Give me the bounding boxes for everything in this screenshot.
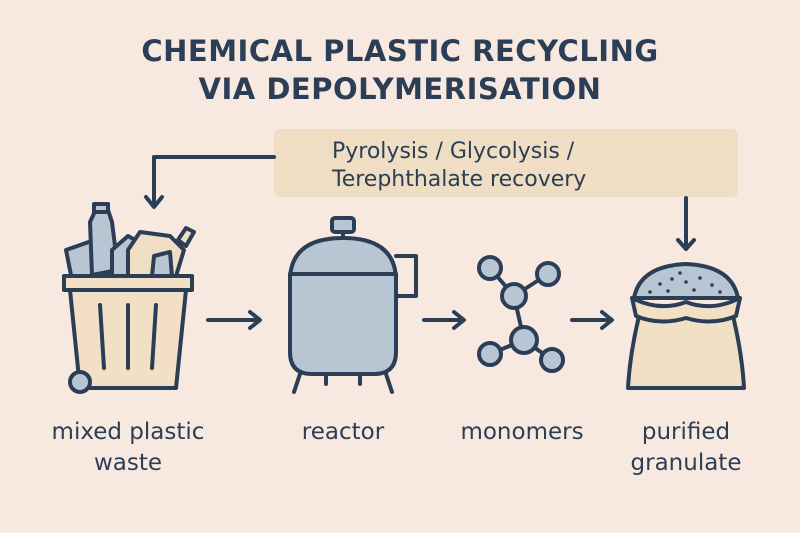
stage-label-waste: mixed plastic waste [18, 417, 238, 479]
feedback-arrow [144, 155, 276, 209]
stage-label-granulate: purified granulate [596, 417, 776, 479]
title-line-1: CHEMICAL PLASTIC RECYCLING [141, 34, 659, 68]
arrow-monomers-to-granulate [570, 310, 614, 330]
process-line-1: Pyrolysis / Glycolysis / [332, 139, 575, 164]
stage-label-waste-line-1: mixed plastic [51, 419, 205, 445]
page-title: CHEMICAL PLASTIC RECYCLING VIA DEPOLYMER… [0, 32, 800, 108]
process-to-granulate-arrow [676, 196, 696, 251]
process-box: Pyrolysis / Glycolysis / Terephthalate r… [274, 129, 738, 197]
stage-label-granulate-line-1: purified [641, 419, 731, 445]
arrow-reactor-to-monomers [422, 310, 466, 330]
molecule-icon [477, 255, 565, 373]
stage-label-granulate-line-2: granulate [630, 450, 742, 476]
stage-label-reactor: reactor [253, 417, 433, 448]
stage-label-monomers: monomers [432, 417, 612, 448]
arrow-waste-to-reactor [206, 310, 262, 330]
stage-label-monomers-line-1: monomers [460, 419, 584, 445]
granulate-sack-icon [626, 262, 746, 390]
process-line-2: Terephthalate recovery [332, 167, 587, 192]
trash-bin-with-bottles-icon [62, 202, 196, 394]
stage-label-waste-line-2: waste [93, 450, 163, 476]
title-line-2: VIA DEPOLYMERISATION [198, 72, 602, 106]
stage-label-reactor-line-1: reactor [301, 419, 385, 445]
reactor-vessel-icon [288, 216, 418, 394]
